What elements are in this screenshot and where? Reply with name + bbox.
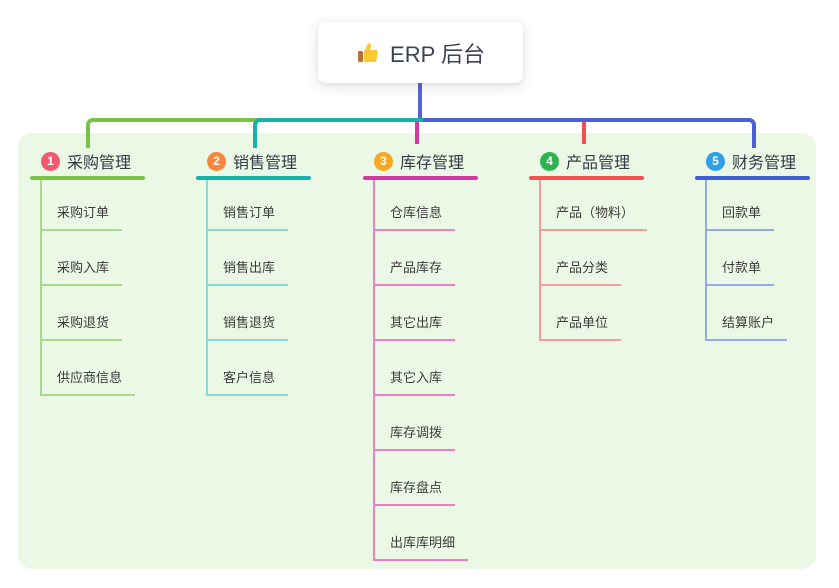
connector-branch1 — [86, 118, 261, 148]
branch-subtree-line — [705, 180, 707, 341]
branch-subtree-line — [373, 180, 375, 561]
branch-underline — [30, 176, 145, 180]
branch-item[interactable]: 供应商信息 — [40, 369, 136, 396]
connector-root-stem — [418, 82, 422, 120]
branch-item[interactable]: 结算账户 — [705, 314, 788, 341]
branch-item[interactable]: 销售退货 — [206, 314, 289, 341]
branch-number-badge: 2 — [207, 151, 226, 171]
branch-subtree-line — [539, 180, 541, 341]
branch-number-badge: 1 — [41, 151, 60, 171]
root-label: ERP 后台 — [390, 41, 485, 67]
branch-item[interactable]: 其它出库 — [373, 314, 456, 341]
branch-subtree-line — [206, 180, 208, 396]
branch-item[interactable]: 销售订单 — [206, 204, 289, 231]
branch-item[interactable]: 其它入库 — [373, 369, 456, 396]
branch-item[interactable]: 仓库信息 — [373, 204, 456, 231]
branch-title-label: 库存管理 — [400, 155, 465, 172]
branch-item[interactable]: 采购订单 — [40, 204, 123, 231]
branch-title-3[interactable]: 3 库存管理 — [374, 149, 464, 173]
branch-item[interactable]: 库存调拨 — [373, 424, 456, 451]
branch-item[interactable]: 客户信息 — [206, 369, 289, 396]
branch-title-label: 财务管理 — [732, 155, 797, 172]
branch-item[interactable]: 库存盘点 — [373, 479, 456, 506]
thumbs-up-icon — [356, 41, 380, 65]
branch-title-1[interactable]: 1 采购管理 — [41, 149, 131, 173]
connector-branch3 — [415, 122, 419, 144]
branch-underline — [529, 176, 644, 180]
connector-branch4 — [582, 122, 586, 144]
branch-item[interactable]: 付款单 — [705, 259, 775, 286]
branch-item[interactable]: 采购退货 — [40, 314, 123, 341]
branch-title-4[interactable]: 4 产品管理 — [540, 149, 630, 173]
branch-title-5[interactable]: 5 财务管理 — [706, 149, 796, 173]
branch-item[interactable]: 采购入库 — [40, 259, 123, 286]
branch-number-badge: 5 — [706, 151, 725, 171]
branch-title-label: 采购管理 — [67, 155, 132, 172]
connector-branch2 — [253, 118, 423, 148]
branch-title-label: 产品管理 — [566, 155, 631, 172]
branch-underline — [363, 176, 478, 180]
root-node-erp[interactable]: ERP 后台 — [318, 22, 523, 83]
branch-item[interactable]: 产品单位 — [539, 314, 622, 341]
branch-number-badge: 3 — [374, 151, 393, 171]
branch-subtree-line — [40, 180, 42, 396]
branch-number-badge: 4 — [540, 151, 559, 171]
branch-item[interactable]: 产品分类 — [539, 259, 622, 286]
branch-item[interactable]: 销售出库 — [206, 259, 289, 286]
branch-item[interactable]: 回款单 — [705, 204, 775, 231]
branches-panel — [18, 133, 816, 569]
branch-item[interactable]: 产品（物料） — [539, 204, 648, 231]
branch-item[interactable]: 产品库存 — [373, 259, 456, 286]
branch-underline — [695, 176, 810, 180]
branch-title-label: 销售管理 — [233, 155, 298, 172]
branch-title-2[interactable]: 2 销售管理 — [207, 149, 297, 173]
branch-item[interactable]: 出库库明细 — [373, 534, 469, 561]
connector-branch5 — [417, 118, 756, 148]
branch-underline — [196, 176, 311, 180]
